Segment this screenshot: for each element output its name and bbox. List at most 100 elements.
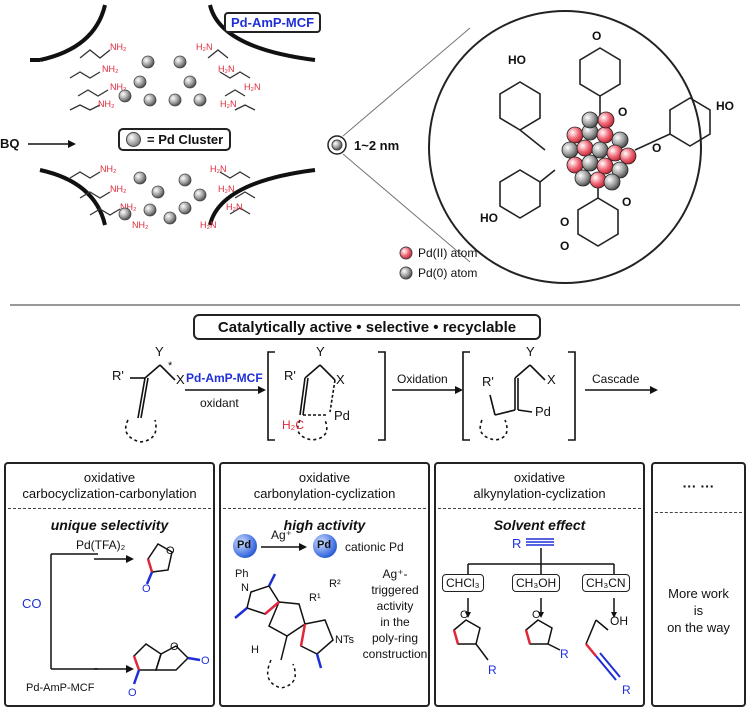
r1-label: R¹: [309, 592, 321, 604]
panel-header: oxidative carbocyclization-carbonylation: [6, 464, 213, 508]
ho-label: HO: [716, 99, 734, 113]
scheme-oxidation: Oxidation: [397, 372, 448, 386]
bq-label: BQ: [0, 136, 20, 151]
note-line: poly-ring: [371, 631, 419, 645]
panel2-drawing: [234, 573, 334, 689]
svg-text:O: O: [170, 641, 179, 653]
amine-label: NH₂: [100, 164, 117, 174]
panel-header: oxidative carbonylation-cyclization: [221, 464, 428, 508]
note-line: Ag⁺-triggered: [371, 567, 419, 597]
svg-text:R: R: [488, 663, 497, 677]
co-label: CO: [22, 596, 42, 611]
pd0-legend: Pd(0) atom: [418, 266, 478, 280]
amine-label: H₂N: [218, 184, 235, 194]
scheme-pd-2: Pd: [535, 404, 551, 419]
panel3-drawing: O O R R R: [452, 538, 631, 697]
panel-header: oxidative alkynylation-cyclization: [436, 464, 643, 508]
panel-divider: [8, 508, 211, 509]
panel-divider: [223, 508, 426, 509]
nts-label: NTs: [335, 634, 354, 646]
pd-cation-icon: [313, 534, 337, 558]
o-label: O: [618, 105, 627, 119]
more-line: More work: [668, 586, 729, 601]
reaction-scheme: [124, 351, 658, 443]
cationic-label: cationic Pd: [345, 540, 404, 554]
panel-carbocyclization: oxidative carbocyclization-carbonylation…: [4, 462, 215, 707]
amine-label: H₂N: [244, 82, 261, 92]
scheme-h2c: H₂C: [282, 418, 304, 432]
more-work-text: More work is on the way: [653, 585, 744, 636]
panel-carbonylation: oxidative carbonylation-cyclization high…: [219, 462, 430, 707]
panel-title-line1: oxidative: [298, 470, 351, 485]
note-line: construction: [362, 647, 428, 661]
o-label: O: [622, 195, 631, 209]
solvent-chcl3: CHCl₃: [442, 574, 484, 592]
solvent-ch3oh: CH₃OH: [512, 574, 561, 592]
panel-title-line1: oxidative: [513, 470, 566, 485]
panel-alkynylation: oxidative alkynylation-cyclization Solve…: [434, 462, 645, 707]
panel-subtitle: high activity: [283, 517, 366, 533]
svg-text:O: O: [142, 583, 151, 595]
svg-text:R: R: [560, 647, 569, 661]
ag-arrow: [261, 543, 307, 551]
pd-sphere-icon: [233, 534, 257, 558]
scheme-catalyst: Pd-AmP-MCF: [186, 371, 263, 385]
n-label: N: [241, 582, 249, 594]
scheme-y-3: Y: [526, 344, 535, 359]
amine-label: NH₂: [110, 42, 127, 52]
more-line: is: [693, 603, 704, 618]
o-label: O: [592, 29, 601, 43]
panel-subtitle: Solvent effect: [493, 517, 586, 533]
amine-label: NH₂: [98, 99, 115, 109]
amine-label: NH₂: [110, 184, 127, 194]
panel-title-line2: carbocyclization-carbonylation: [22, 486, 197, 501]
o-label: O: [652, 141, 661, 155]
ph-label: Ph: [235, 568, 249, 580]
note-line: in the: [380, 615, 410, 629]
scheme-cascade: Cascade: [592, 372, 640, 386]
ho-label: HO: [508, 53, 526, 67]
svg-text:O: O: [128, 687, 137, 699]
alkyne-r-label: R: [512, 536, 522, 551]
scheme-y: Y: [155, 344, 164, 359]
scheme-rprime-3: R': [482, 374, 494, 389]
reagent-top: Pd(TFA)₂: [76, 538, 126, 552]
scheme-x-2: X: [336, 372, 345, 387]
amine-label: H₂N: [220, 99, 237, 109]
amine-label: H₂N: [226, 202, 243, 212]
pd-cluster-legend: = Pd Cluster: [118, 128, 232, 151]
oh-label: OH: [610, 614, 628, 628]
scheme-y-2: Y: [316, 344, 325, 359]
pd2-legend: Pd(II) atom: [418, 246, 478, 260]
more-dots: ··· ···: [682, 478, 715, 494]
panel-divider: [438, 508, 641, 509]
amine-label: H₂N: [210, 164, 227, 174]
amine-label: NH₂: [120, 202, 137, 212]
panel-more-work: ··· ··· More work is on the way: [651, 462, 746, 707]
scheme-rprime-2: R': [284, 368, 296, 383]
panel1-drawing: O O O O O: [50, 543, 210, 699]
panel-title-line2: carbonylation-cyclization: [253, 486, 396, 501]
pd-cation-label: Pd: [317, 539, 332, 551]
more-line: on the way: [667, 620, 730, 635]
catalyst-label: Pd-AmP-MCF: [224, 12, 322, 33]
h-label: H: [251, 644, 259, 656]
svg-text:O: O: [201, 655, 210, 667]
ho-label: HO: [480, 211, 498, 225]
o-label: O: [560, 215, 569, 229]
ag-note: Ag⁺-triggered activity in the poly-ring …: [361, 566, 428, 662]
amine-label: NH₂: [110, 82, 127, 92]
amine-label: H₂N: [196, 42, 213, 52]
scheme-star: *: [168, 360, 173, 372]
r2-label: R²: [329, 578, 341, 590]
amine-label: H₂N: [218, 64, 235, 74]
scheme-oxidant: oxidant: [200, 396, 239, 410]
ag-label: Ag⁺: [271, 528, 293, 542]
svg-text:O: O: [166, 545, 175, 557]
amine-label: NH₂: [102, 64, 119, 74]
svg-text:R: R: [622, 683, 631, 697]
panel-divider: [655, 512, 742, 513]
o-label: O: [560, 239, 569, 253]
svg-text:O: O: [532, 609, 541, 621]
banner: Catalytically active • selective • recyc…: [193, 314, 541, 340]
